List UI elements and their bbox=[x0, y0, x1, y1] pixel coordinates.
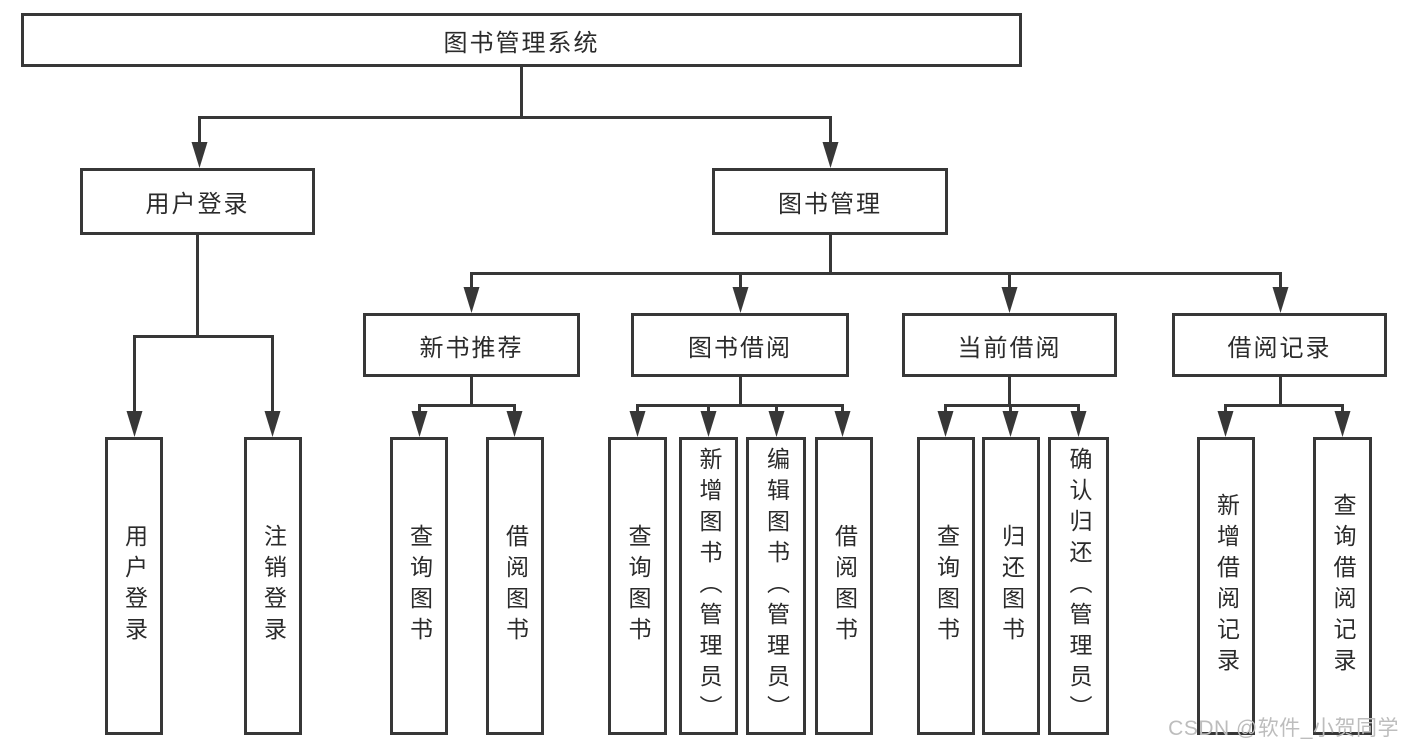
node-user-login-leaf: 用户登录 bbox=[105, 437, 163, 735]
node-user-login-branch-label: 用户登录 bbox=[145, 191, 250, 218]
node-return-books: 归还图书 bbox=[982, 437, 1040, 735]
node-borrow-books-recommend-label: 借阅图书 bbox=[502, 524, 529, 648]
connector-user-login-children bbox=[126, 235, 281, 437]
node-confirm-return-admin-label: 确认归还（管理员） bbox=[1066, 446, 1092, 726]
node-new-book-recommend: 新书推荐 bbox=[363, 313, 580, 377]
node-query-books-current: 查询图书 bbox=[917, 437, 975, 735]
node-query-borrow-record: 查询借阅记录 bbox=[1313, 437, 1372, 735]
node-borrowing-records: 借阅记录 bbox=[1172, 313, 1387, 377]
node-book-borrowing-label: 图书借阅 bbox=[688, 334, 792, 362]
node-library-system: 图书管理系统 bbox=[21, 13, 1022, 67]
node-borrow-books-recommend: 借阅图书 bbox=[486, 437, 544, 735]
node-query-books-recommend-label: 查询图书 bbox=[406, 524, 433, 648]
node-return-books-label: 归还图书 bbox=[998, 524, 1025, 648]
node-add-books-admin: 新增图书（管理员） bbox=[679, 437, 738, 735]
node-borrow-books-borrowing-label: 借阅图书 bbox=[831, 524, 858, 648]
node-query-books-current-label: 查询图书 bbox=[933, 524, 960, 648]
node-new-book-recommend-label: 新书推荐 bbox=[419, 334, 524, 362]
connector-current-borrowing-children bbox=[937, 377, 1087, 437]
node-add-books-admin-label: 新增图书（管理员） bbox=[696, 446, 722, 726]
node-library-system-label: 图书管理系统 bbox=[443, 29, 600, 57]
watermark-text: CSDN @软件_小贺同学 bbox=[1168, 717, 1399, 740]
node-confirm-return-admin: 确认归还（管理员） bbox=[1048, 437, 1109, 735]
node-logout-label: 注销登录 bbox=[260, 524, 287, 648]
node-edit-books-admin: 编辑图书（管理员） bbox=[746, 437, 806, 735]
connector-root-to-level2 bbox=[191, 67, 839, 168]
node-add-borrow-record: 新增借阅记录 bbox=[1197, 437, 1255, 735]
connector-book-mgmt-to-level3 bbox=[463, 235, 1289, 313]
connector-new-book-children bbox=[411, 377, 523, 437]
node-book-management-label: 图书管理 bbox=[778, 191, 882, 218]
node-book-management: 图书管理 bbox=[712, 168, 948, 235]
node-add-borrow-record-label: 新增借阅记录 bbox=[1213, 493, 1240, 679]
node-user-login-leaf-label: 用户登录 bbox=[121, 524, 148, 648]
connector-borrow-records-children bbox=[1217, 377, 1351, 437]
node-current-borrowing: 当前借阅 bbox=[902, 313, 1117, 377]
node-user-login-branch: 用户登录 bbox=[80, 168, 315, 235]
connector-book-borrowing-children bbox=[629, 377, 851, 437]
node-logout: 注销登录 bbox=[244, 437, 302, 735]
node-query-borrow-record-label: 查询借阅记录 bbox=[1330, 493, 1356, 679]
node-edit-books-admin-label: 编辑图书（管理员） bbox=[763, 446, 790, 726]
node-query-books-recommend: 查询图书 bbox=[390, 437, 448, 735]
node-borrowing-records-label: 借阅记录 bbox=[1227, 334, 1332, 362]
node-query-books-borrowing-label: 查询图书 bbox=[625, 524, 651, 648]
node-book-borrowing: 图书借阅 bbox=[631, 313, 849, 377]
node-borrow-books-borrowing: 借阅图书 bbox=[815, 437, 873, 735]
node-current-borrowing-label: 当前借阅 bbox=[957, 334, 1062, 362]
node-query-books-borrowing: 查询图书 bbox=[608, 437, 667, 735]
